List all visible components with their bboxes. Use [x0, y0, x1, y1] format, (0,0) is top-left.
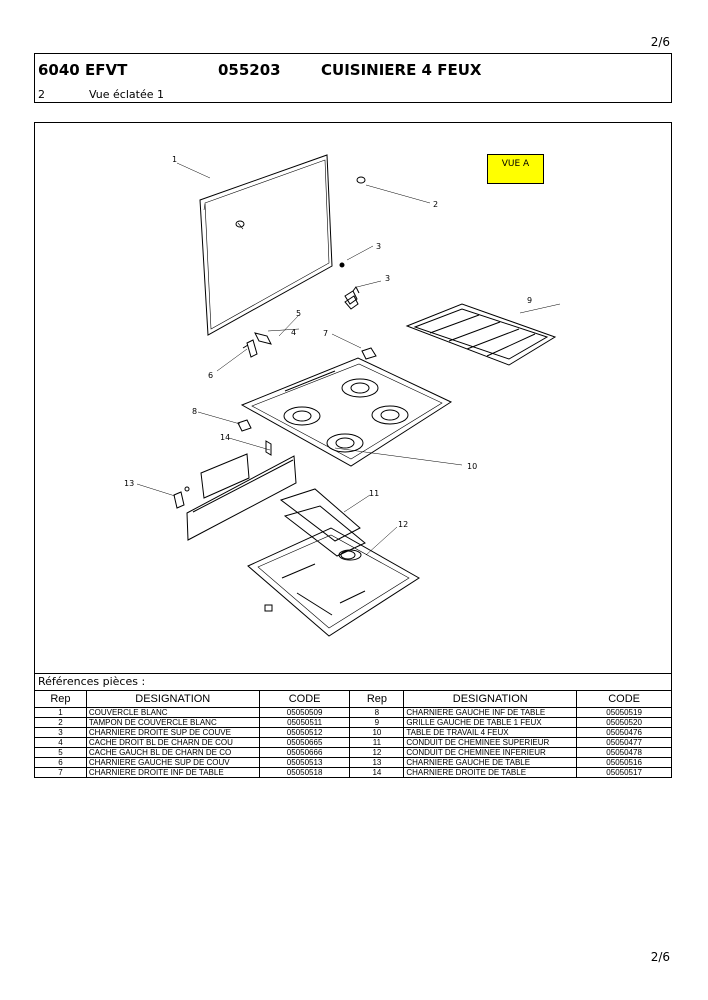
designation-cell: CHARNIERE DROITE DE TABLE	[403, 767, 578, 778]
code-cell: 05050476	[576, 727, 672, 738]
part-worktop	[240, 357, 453, 467]
rep-cell: 5	[34, 747, 87, 758]
designation-cell: GRILLE GAUCHE DE TABLE 1 FEUX	[403, 717, 578, 728]
designation-cell: CHARNIERE GAUCHE INF DE TABLE	[403, 707, 578, 718]
code-cell: 05050512	[258, 727, 351, 738]
model-name: 6040 EFVT	[38, 61, 128, 79]
rep-cell: 9	[349, 717, 405, 728]
code-cell: 05050519	[576, 707, 672, 718]
part-flue-lower	[340, 550, 356, 560]
callout-3a: 3	[376, 242, 381, 251]
rep-cell: 6	[34, 757, 87, 768]
column-header-code: CODE	[258, 690, 351, 708]
part-flue-upper	[279, 488, 361, 542]
callout-6: 6	[208, 371, 213, 380]
part-hinge-right	[344, 295, 359, 310]
designation-cell: CONDUIT DE CHEMINEE SUPERIEUR	[403, 737, 578, 748]
column-header-designation: DESIGNATION	[403, 690, 578, 708]
parts-table: Rep DESIGNATION CODE Rep DESIGNATION COD…	[34, 690, 672, 778]
callout-3b: 3	[385, 274, 390, 283]
rep-cell: 13	[349, 757, 405, 768]
column-header-designation: DESIGNATION	[85, 690, 260, 708]
code-cell: 05050520	[576, 717, 672, 728]
table-row: 5 CACHE GAUCH BL DE CHARN DE CO 05050666…	[34, 747, 672, 758]
callout-labels: 1 2 3 3 4 5 6 7 8 9 10 11 12 13 14	[124, 155, 532, 529]
page-number-bottom: 2/6	[650, 950, 670, 964]
document-header: 6040 EFVT 055203 CUISINIERE 4 FEUX 2 Vue…	[34, 53, 672, 103]
section-number: 2	[38, 88, 45, 101]
code-cell: 05050517	[576, 767, 672, 778]
callout-13: 13	[124, 479, 134, 488]
designation-cell: CHARNIERE GAUCHE SUP DE COUV	[85, 757, 260, 768]
column-header-code: CODE	[576, 690, 672, 708]
rep-cell: 14	[349, 767, 405, 778]
designation-cell: TAMPON DE COUVERCLE BLANC	[85, 717, 260, 728]
table-row: 1 COUVERCLE BLANC 05050509 8 CHARNIERE G…	[34, 707, 672, 718]
rep-cell: 1	[34, 707, 87, 718]
table-row: 4 CACHE DROIT BL DE CHARN DE COU 0505066…	[34, 737, 672, 748]
rep-cell: 4	[34, 737, 87, 748]
part-table-hinge-left-low	[237, 419, 252, 432]
vue-a-label: VUE A	[487, 154, 544, 184]
parts-table-header: Rep DESIGNATION CODE Rep DESIGNATION COD…	[34, 690, 672, 708]
code-cell: 05050477	[576, 737, 672, 748]
designation-cell: CACHE GAUCH BL DE CHARN DE CO	[85, 747, 260, 758]
exploded-view-drawing: 1 2 3 3 4 5 6 7 8 9 10 11 12 13 14	[124, 154, 561, 637]
table-row: 6 CHARNIERE GAUCHE SUP DE COUV 05050513 …	[34, 757, 672, 768]
parts-reference-label: Références pièces :	[34, 674, 672, 691]
callout-11: 11	[369, 489, 379, 498]
code-cell: 05050513	[258, 757, 351, 768]
code-cell: 05050516	[576, 757, 672, 768]
callout-1: 1	[172, 155, 177, 164]
code-cell: 05050478	[576, 747, 672, 758]
document-title: CUISINIERE 4 FEUX	[321, 61, 482, 79]
rep-cell: 10	[349, 727, 405, 738]
rep-cell: 11	[349, 737, 405, 748]
part-table-hinge-right	[186, 455, 297, 541]
part-table-hinge-right-low	[361, 347, 377, 360]
callout-8: 8	[192, 407, 197, 416]
callout-10: 10	[467, 462, 477, 471]
part-base-plate	[247, 527, 420, 637]
exploded-view-diagram: 1 2 3 3 4 5 6 7 8 9 10 11 12 13 14 VUE A	[34, 122, 672, 674]
code-cell: 05050509	[258, 707, 351, 718]
table-row: 7 CHARNIERE DROITE INF DE TABLE 05050518…	[34, 767, 672, 778]
callout-9: 9	[527, 296, 532, 305]
code-cell: 05050665	[258, 737, 351, 748]
part-table-hinge-left	[173, 491, 185, 509]
page-number-top: 2/6	[650, 35, 670, 49]
code-cell: 05050511	[258, 717, 351, 728]
callout-14: 14	[220, 433, 230, 442]
callout-7: 7	[323, 329, 328, 338]
part-hinge-left	[242, 339, 258, 358]
rep-cell: 7	[34, 767, 87, 778]
column-header-rep: Rep	[34, 690, 87, 708]
code-cell: 05050518	[258, 767, 351, 778]
rep-cell: 8	[349, 707, 405, 718]
designation-cell: CONDUIT DE CHEMINEE INFERIEUR	[403, 747, 578, 758]
designation-cell: COUVERCLE BLANC	[85, 707, 260, 718]
part-grille	[405, 303, 557, 366]
callout-5: 5	[296, 309, 301, 318]
rep-cell: 2	[34, 717, 87, 728]
table-row: 2 TAMPON DE COUVERCLE BLANC 05050511 9 G…	[34, 717, 672, 728]
rep-cell: 3	[34, 727, 87, 738]
table-row: 3 CHARNIERE DROITE SUP DE COUVE 05050512…	[34, 727, 672, 738]
rep-cell: 12	[349, 747, 405, 758]
designation-cell: CACHE DROIT BL DE CHARN DE COU	[85, 737, 260, 748]
designation-cell: CHARNIERE DROITE INF DE TABLE	[85, 767, 260, 778]
view-title: Vue éclatée 1	[89, 88, 164, 101]
part-hinge-cover	[254, 332, 272, 345]
designation-cell: CHARNIERE GAUCHE DE TABLE	[403, 757, 578, 768]
code-cell: 05050666	[258, 747, 351, 758]
designation-cell: TABLE DE TRAVAIL 4 FEUX	[403, 727, 578, 738]
designation-cell: CHARNIERE DROITE SUP DE COUVE	[85, 727, 260, 738]
model-code: 055203	[218, 61, 281, 79]
part-lid	[199, 154, 333, 336]
callout-4: 4	[291, 328, 296, 337]
part-lid-pad	[356, 176, 366, 184]
callout-12: 12	[398, 520, 408, 529]
callout-2: 2	[433, 200, 438, 209]
column-header-rep: Rep	[349, 690, 405, 708]
